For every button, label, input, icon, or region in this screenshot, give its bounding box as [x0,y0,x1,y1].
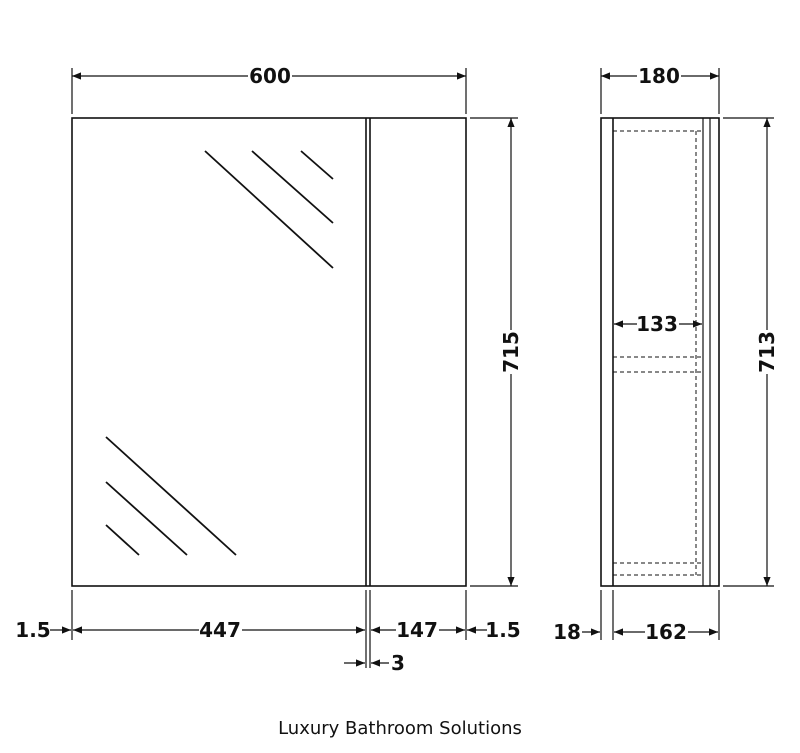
side-depth-label: 180 [638,64,680,88]
front-width-label: 600 [249,64,291,88]
inner-depth-label: 162 [645,620,687,644]
shelf-depth-label: 133 [636,312,678,336]
door-gap-label: 3 [391,651,405,675]
mirror-reflection-icon [105,150,334,556]
left-margin-label: 1.5 [15,618,50,642]
side-view: 180 713 133 18 162 [553,64,779,644]
left-door-label: 447 [199,618,241,642]
front-height-label: 715 [499,331,523,373]
side-outline [600,117,720,587]
front-outline [71,117,467,587]
right-margin-label: 1.5 [485,618,520,642]
internal-structure [613,130,703,576]
back-panel-label: 18 [553,620,581,644]
right-door-label: 147 [396,618,438,642]
caption: Luxury Bathroom Solutions [278,718,522,739]
front-view: 600 715 1.5 447 147 1.5 3 [15,64,523,675]
side-height-label: 713 [755,331,779,373]
